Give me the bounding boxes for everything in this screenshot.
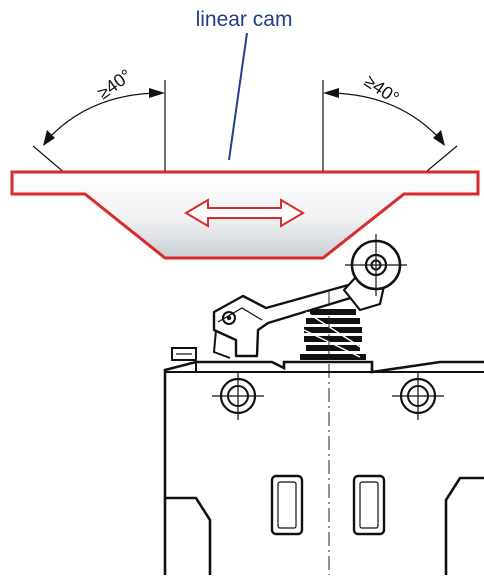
roller-icon: [345, 234, 407, 296]
double-headed-arrow-icon: [184, 198, 305, 228]
linear-cam-label: linear cam: [196, 8, 293, 31]
switch-housing: [163, 360, 484, 575]
mounting-hole-left: [212, 372, 264, 420]
right-angle-label: ≥40°: [361, 71, 403, 108]
right-angle-dimension: [323, 88, 445, 146]
left-angle-label: ≥40°: [94, 65, 136, 103]
leader-line: [228, 32, 248, 161]
pivot-hole: [222, 311, 236, 325]
spring-icon: [300, 309, 366, 360]
left-angle-dimension: [43, 88, 165, 146]
terminal-slots: [270, 474, 386, 536]
mounting-hole-right: [392, 372, 444, 420]
left-stud: [171, 347, 197, 361]
lever-arm: [212, 282, 359, 359]
